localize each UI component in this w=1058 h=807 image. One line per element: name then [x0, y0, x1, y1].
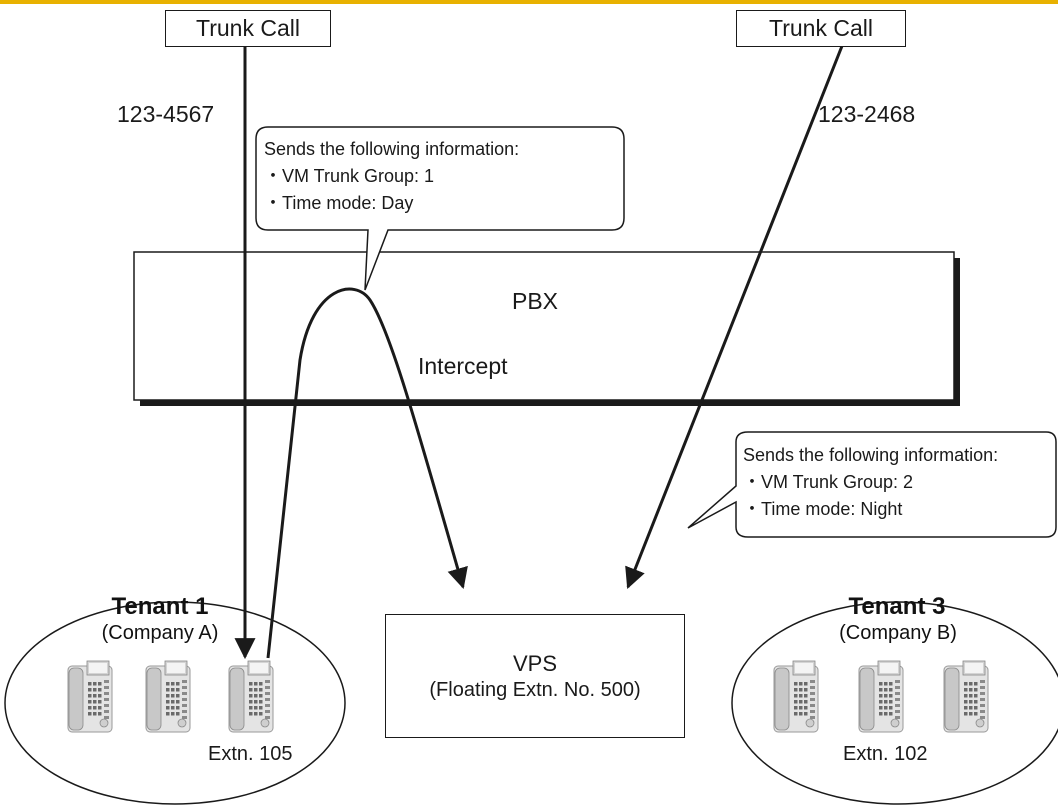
vps-subtitle: (Floating Extn. No. 500)	[429, 679, 641, 701]
callout-left-title: Sends the following information:	[264, 139, 520, 159]
callout-left-bubble	[255, 126, 625, 291]
callout-right-line2: ・Time mode: Night	[743, 499, 903, 519]
tenant1-title: Tenant 1	[111, 593, 209, 620]
pbx-label: PBX	[512, 288, 559, 314]
callout-right-line1: ・VM Trunk Group: 2	[743, 472, 914, 492]
intercept-path	[266, 287, 468, 659]
tenant1-company: (Company A)	[101, 622, 219, 644]
trunk-call-box-right: Trunk Call	[736, 10, 906, 47]
trunk-line-right	[625, 45, 844, 589]
tenant3-extension: Extn. 102	[843, 743, 928, 765]
tenant3-company: (Company B)	[839, 622, 957, 644]
phone-number-left: 123-4567	[117, 101, 215, 127]
callout-left-line1: ・VM Trunk Group: 1	[264, 166, 435, 186]
phone-number-right: 123-2468	[818, 101, 916, 127]
desk-phone-icon	[67, 660, 113, 734]
intercept-label: Intercept	[418, 353, 508, 379]
callout-left-line2: ・Time mode: Day	[264, 193, 414, 213]
trunk-call-label-right: Trunk Call	[769, 15, 873, 41]
vps-box: VPS (Floating Extn. No. 500)	[385, 614, 685, 738]
pbx-box	[133, 251, 955, 401]
callout-left-text: Sends the following information: ・VM Tru…	[264, 136, 519, 217]
callout-right-text: Sends the following information: ・VM Tru…	[743, 442, 998, 523]
callout-right-bubble	[687, 431, 1057, 538]
desk-phone-icon	[858, 660, 904, 734]
trunk-call-label-left: Trunk Call	[196, 15, 300, 41]
vps-title: VPS	[512, 651, 558, 676]
desk-phone-icon	[773, 660, 819, 734]
callout-right-title: Sends the following information:	[743, 445, 999, 465]
top-accent-bar	[0, 0, 1058, 4]
desk-phone-icon	[145, 660, 191, 734]
tenant1-extension: Extn. 105	[208, 743, 293, 765]
trunk-call-box-left: Trunk Call	[165, 10, 331, 47]
tenant3-title: Tenant 3	[848, 593, 946, 620]
desk-phone-icon	[943, 660, 989, 734]
desk-phone-icon	[228, 660, 274, 734]
